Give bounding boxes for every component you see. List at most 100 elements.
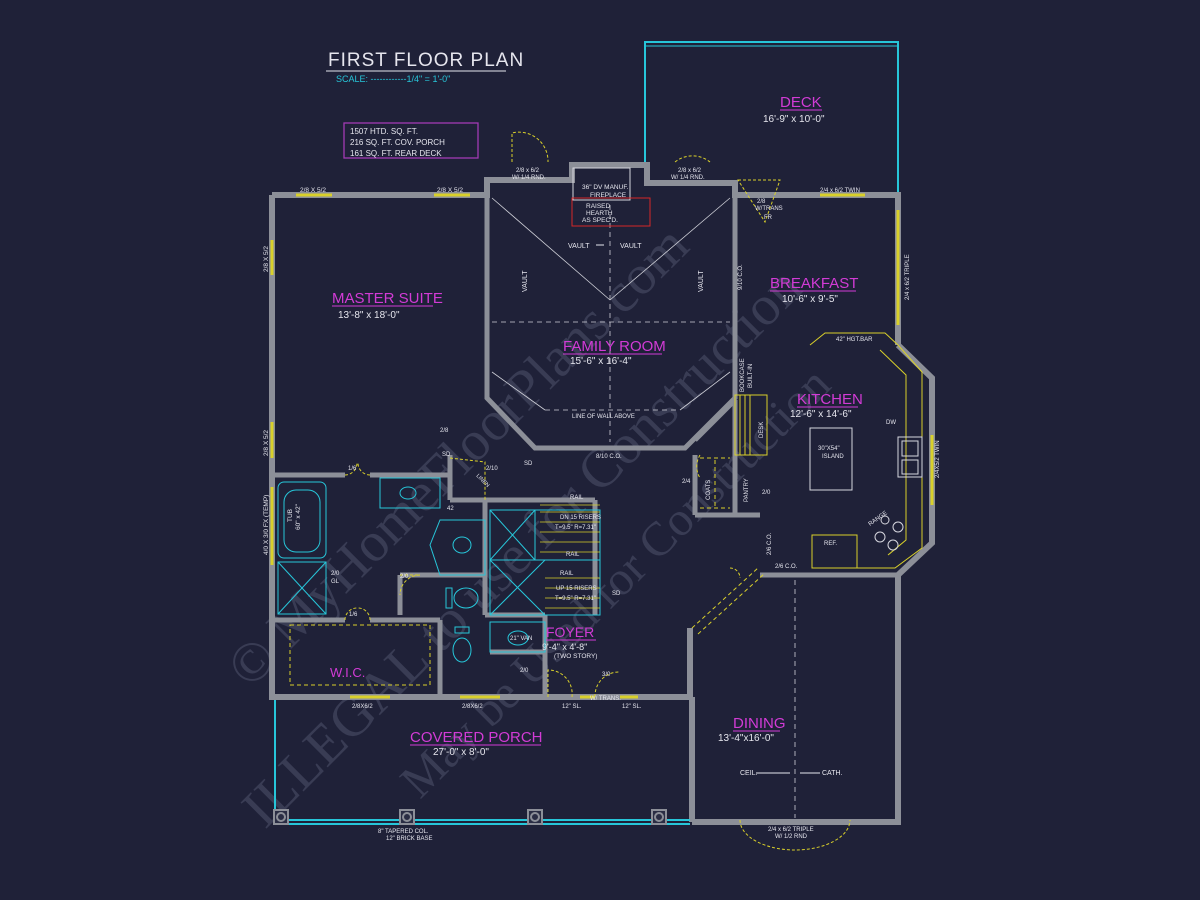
label-tub-2: 60" x 42": [295, 503, 302, 530]
range-burners: [874, 515, 904, 551]
hearth-label-2: HEARTH: [586, 210, 613, 217]
bath-fixtures: [277, 477, 546, 663]
label-porch-win-right: 2/8X6/2: [462, 704, 483, 710]
room-deck-dims: 16'-9" x 10'-0": [763, 114, 825, 125]
label-co-910: 9/10 C.O.: [738, 264, 744, 290]
room-kitchen-dims: 12'-6" x 14'-6": [790, 409, 852, 420]
label-door-24: 2/4: [682, 479, 691, 485]
label-cath: CATH.: [822, 770, 843, 777]
hearth-label-3: AS SPEC'D.: [582, 217, 618, 224]
label-hgt-bar: 42" HGT.BAR: [836, 337, 873, 343]
label-range: RANGE: [868, 510, 889, 527]
label-win-triple-side: 2/4 x 6/2 TRIPLE: [905, 254, 911, 300]
label-co-26b: 2/6 C.O.: [775, 564, 798, 570]
label-door-fam-left: 2/8 x 6/2: [516, 168, 540, 174]
door-swings: [344, 131, 851, 851]
room-family-name: FAMILY ROOM: [563, 338, 666, 355]
label-island-2: ISLAND: [822, 454, 844, 460]
room-underlines: [332, 109, 858, 746]
plan-scale: SCALE: ------------1/4" = 1'-0": [336, 74, 450, 84]
label-win-master-top-1: 2/8 X 5/2: [300, 187, 326, 194]
plan-annotations: 2/8 X 5/2 2/8 X 5/2 2/8 X 5/2 2/8 X 5/2 …: [263, 168, 941, 842]
room-foyer-dims: 9'-4" x 4'-8": [542, 642, 587, 652]
label-vault-right: VAULT: [620, 243, 642, 250]
label-dining-win-2: W/ 1/2 RND: [775, 834, 808, 840]
area-porch: 216 SQ. FT. COV. PORCH: [350, 138, 445, 147]
label-door-30: 3/0: [602, 672, 611, 678]
label-breakfast-door-3: FR: [764, 215, 773, 221]
area-htd: 1507 HTD. SQ. FT.: [350, 127, 418, 136]
label-island: 30"X54": [818, 446, 840, 452]
windows: [270, 193, 934, 699]
label-door-20c: 2/0: [520, 668, 529, 674]
label-win-master-left: 2/8 X 5/2: [263, 246, 270, 272]
porch-outline: [274, 700, 690, 825]
area-deck: 161 SQ. FT. REAR DECK: [350, 149, 442, 158]
room-dining-dims: 13'-4"x16'-0": [718, 733, 774, 744]
fireplace-label-2: FIREPLACE: [590, 192, 627, 199]
label-door-210: 2/10: [486, 466, 498, 472]
label-stair-dn: DN 15 RISERS: [560, 515, 601, 521]
label-gl: 2/0: [331, 571, 340, 577]
room-porch-name: COVERED PORCH: [410, 729, 543, 746]
room-family-dims: 15'-6" x 16'-4": [570, 356, 632, 367]
label-sd-3: SD: [612, 591, 621, 597]
label-bookcase: BOOKCASE: [740, 358, 746, 392]
label-stair-dn-2: T=9.5" R=7.31": [555, 525, 596, 531]
label-ref: REF.: [824, 541, 837, 547]
family-vault-lines: [491, 197, 796, 818]
label-sd-1: SD: [442, 452, 451, 458]
label-rail-3: RAIL: [560, 571, 574, 577]
label-door-fam-right-2: W/ 1/4 RND.: [671, 175, 705, 181]
raised-hearth: [571, 197, 651, 227]
room-breakfast-dims: 10'-6" x 9'-5": [782, 294, 838, 305]
label-win-master-left-2: 2/8 X 5/2: [263, 430, 270, 456]
fireplace-label: 36" DV MANUF.: [582, 184, 629, 191]
label-co-810: 8/10 C.O.: [596, 454, 622, 460]
label-breakfast-door-2: W/TRANS: [755, 206, 783, 212]
deck-outline: [644, 41, 899, 193]
room-master-dims: 13'-8" x 18'-0": [338, 310, 400, 321]
stair-treads: [540, 504, 600, 609]
room-kitchen-name: KITCHEN: [797, 391, 863, 408]
room-deck-name: DECK: [780, 94, 822, 111]
label-stair-up-2: T=9.5" R=7.31": [555, 596, 596, 602]
label-win-tub: 4/0 X 3/0 FX (TEMP): [263, 495, 270, 555]
label-coats: COATS: [706, 480, 712, 500]
ceiling-arrows: [596, 244, 820, 774]
label-breakfast-door: 2/8: [757, 199, 766, 205]
room-master-name: MASTER SUITE: [332, 290, 443, 307]
label-sl-left: 12" SL.: [562, 704, 582, 710]
label-door-20: 2/0: [762, 490, 771, 496]
plan-title: FIRST FLOOR PLAN: [328, 50, 524, 71]
fireplace: [572, 167, 631, 201]
label-door-fam-right: 2/8 x 6/2: [678, 168, 702, 174]
room-foyer-name: FOYER: [546, 624, 594, 640]
stairs: [489, 509, 601, 616]
label-door-20b: 2/0: [400, 574, 409, 580]
closet-rods: [289, 457, 730, 686]
area-summary-box: [343, 122, 479, 159]
label-sl-right: 12" SL.: [622, 704, 642, 710]
porch-columns: [273, 809, 667, 825]
label-desk: DESK: [759, 422, 765, 438]
label-stair-up: UP 15 RISERS: [556, 586, 597, 592]
label-gl-2: GL: [331, 579, 340, 585]
label-rail-1: RAIL: [570, 495, 584, 501]
label-rail-2: RAIL: [566, 552, 580, 558]
label-vault-side-left: VAULT: [522, 270, 529, 292]
label-bookcase-2: BUILT-IN: [748, 364, 754, 388]
label-wall-above: LINE OF WALL ABOVE: [572, 414, 635, 420]
label-door-116: 1/6: [348, 466, 357, 472]
label-column-2: 12" BRICK BASE: [386, 836, 432, 842]
room-breakfast-name: BREAKFAST: [770, 275, 858, 292]
label-door-28: 2/8: [440, 428, 449, 434]
label-tub: TUB: [287, 509, 294, 522]
label-vault-side-right: VAULT: [698, 270, 705, 292]
label-trans: W/ TRANS.: [590, 696, 621, 702]
label-ceil: CEIL.: [740, 770, 758, 777]
label-door-fam-left-2: W/ 1/4 RND.: [512, 175, 546, 181]
label-column: 8" TAPERED COL.: [378, 829, 429, 835]
label-sd-2: SD: [524, 461, 533, 467]
label-co-26: 2/6 C.O.: [767, 532, 773, 555]
